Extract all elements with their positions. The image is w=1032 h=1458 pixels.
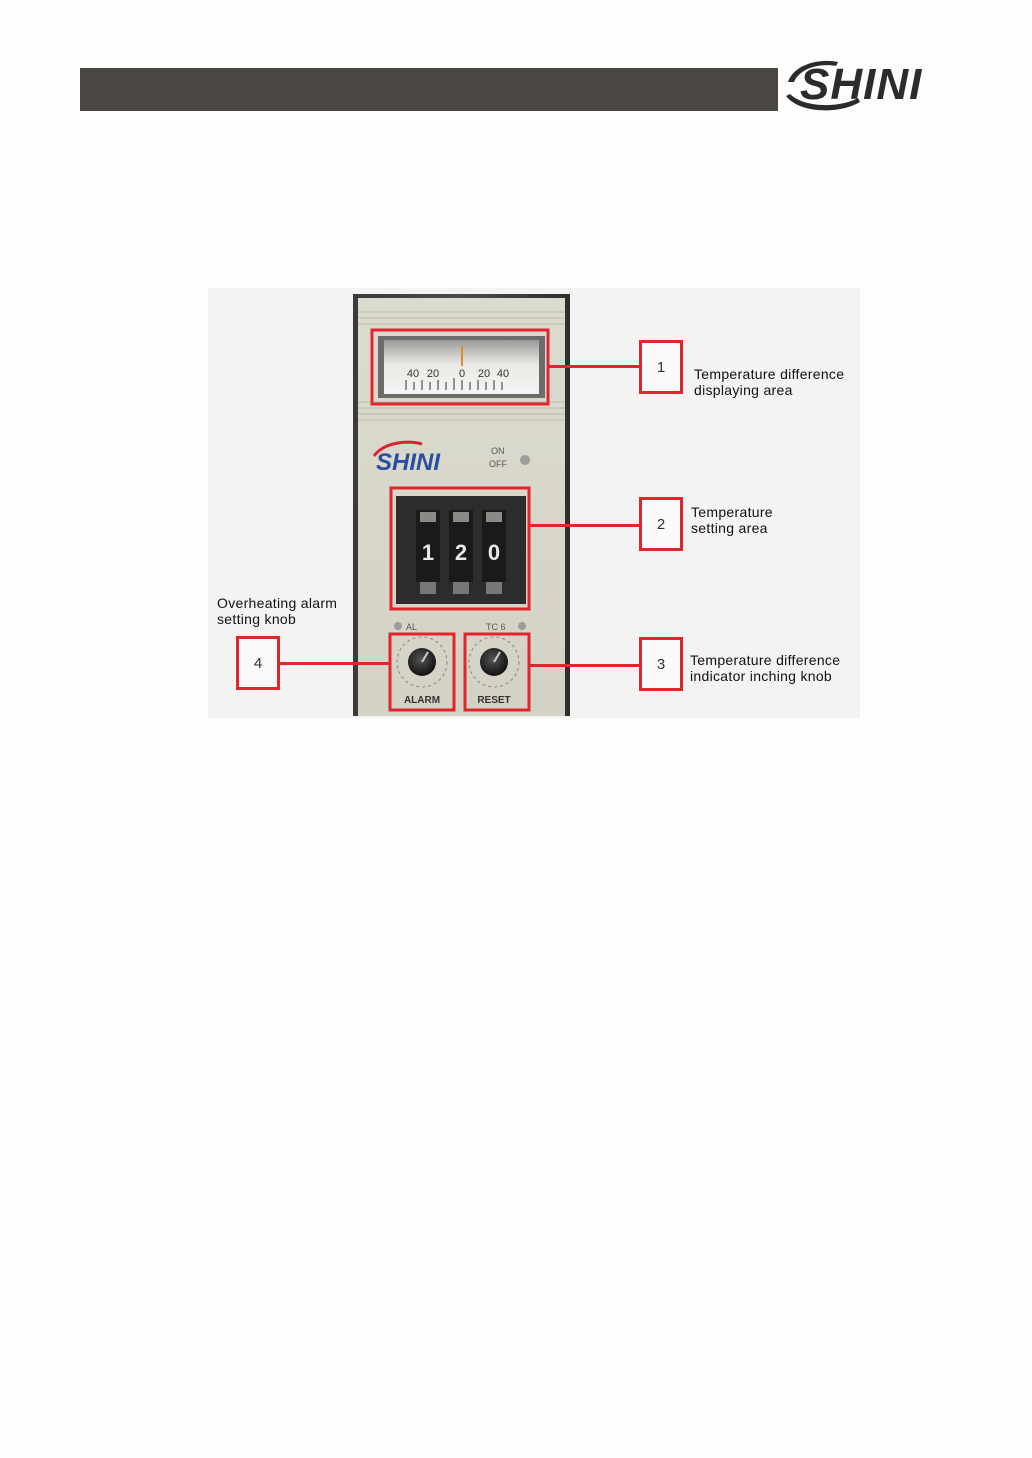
callout-line-1: [548, 365, 642, 368]
meter-scale-label: 40: [497, 368, 509, 380]
meter-scale-label: 20: [478, 368, 490, 380]
callout-label-1: Temperature difference displaying area: [694, 366, 844, 398]
meter-scale-label: 20: [427, 368, 439, 380]
tc-indicator: [518, 622, 526, 630]
callout-number-2: 2: [639, 497, 683, 551]
callout-label-4: Overheating alarm setting knob: [217, 595, 337, 627]
logo-text: SHINI: [800, 60, 922, 109]
callout-label-line: Temperature difference: [690, 652, 840, 668]
callout-label-line: Overheating alarm: [217, 595, 337, 611]
callout-number-4: 4: [236, 636, 280, 690]
callout-label-line: setting knob: [217, 611, 337, 627]
tc-label: TC 6: [486, 622, 506, 632]
callout-label-line: Temperature difference: [694, 366, 844, 382]
header-bar: [80, 68, 778, 111]
meter-scale-label: 40: [407, 368, 419, 380]
callout-number-3: 3: [639, 637, 683, 691]
al-label: AL: [406, 622, 417, 632]
shini-logo: SHINI: [780, 52, 950, 118]
callout-label-2: Temperature setting area: [691, 504, 773, 536]
callout-label-3: Temperature difference indicator inching…: [690, 652, 840, 684]
power-indicator: [520, 455, 530, 465]
digit-ones: 0: [488, 540, 500, 565]
digit-tens: 2: [455, 540, 467, 565]
callout-label-line: Temperature: [691, 504, 773, 520]
al-indicator: [394, 622, 402, 630]
callout-label-line: setting area: [691, 520, 773, 536]
callout-line-2: [529, 524, 642, 527]
panel-brand: SHINI: [376, 449, 441, 476]
callout-number-1: 1: [639, 340, 683, 394]
callout-line-4: [280, 662, 390, 665]
callout-label-line: indicator inching knob: [690, 668, 840, 684]
controller-figure: 40 20 0 20 40 SHINI ON OFF 1 2: [208, 288, 860, 718]
digit-hundreds: 1: [422, 540, 434, 565]
reset-label: RESET: [477, 695, 510, 706]
callout-label-line: displaying area: [694, 382, 844, 398]
alarm-label: ALARM: [404, 695, 440, 706]
on-label: ON: [491, 446, 505, 456]
callout-line-3: [529, 664, 642, 667]
meter-scale-label: 0: [459, 368, 465, 380]
off-label: OFF: [489, 459, 507, 469]
